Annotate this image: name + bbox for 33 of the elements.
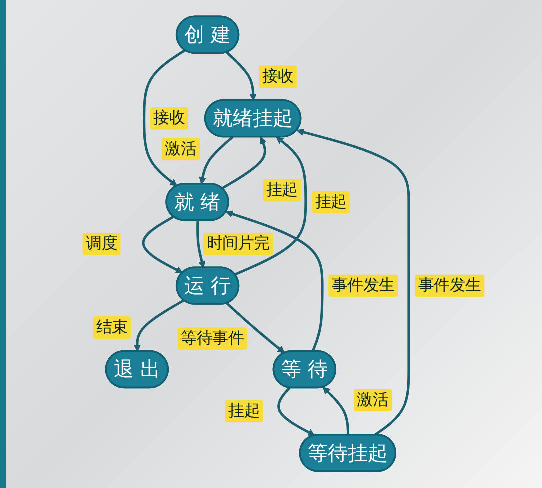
arrow [226,302,286,354]
state-node: 退 出 [105,350,169,389]
edge-label: 激活 [162,138,200,160]
state-node: 等待挂起 [299,434,396,472]
edge-label: 结束 [92,316,132,339]
edge-label: 激活 [354,389,392,412]
arrow [226,52,257,101]
arrow [234,136,308,276]
arrow [322,387,350,436]
arrow [196,220,206,268]
state-node: 创 建 [176,16,240,54]
arrow [222,136,267,190]
edge-label: 挂起 [263,179,302,202]
arrow [142,216,184,274]
edge-label: 挂起 [312,191,350,214]
edge-label: 调度 [82,232,121,256]
edge-label: 时间片完 [204,232,274,256]
edge-label: 接收 [259,66,298,88]
state-node: 就 绪 [166,183,230,222]
arrow [296,128,410,436]
arrow [143,49,186,187]
arrow [226,210,324,352]
edge-label: 接收 [150,107,189,130]
arrow [278,387,316,436]
edge-label: 事件发生 [328,274,398,297]
state-node: 就绪挂起 [204,99,302,138]
edge-label: 挂起 [225,400,264,422]
state-node: 等 待 [272,350,336,389]
edge-label: 等待事件 [178,328,248,350]
arrow [134,299,185,352]
edge-label: 事件发生 [414,274,485,297]
arrow [199,136,234,185]
state-node: 运 行 [176,266,240,305]
